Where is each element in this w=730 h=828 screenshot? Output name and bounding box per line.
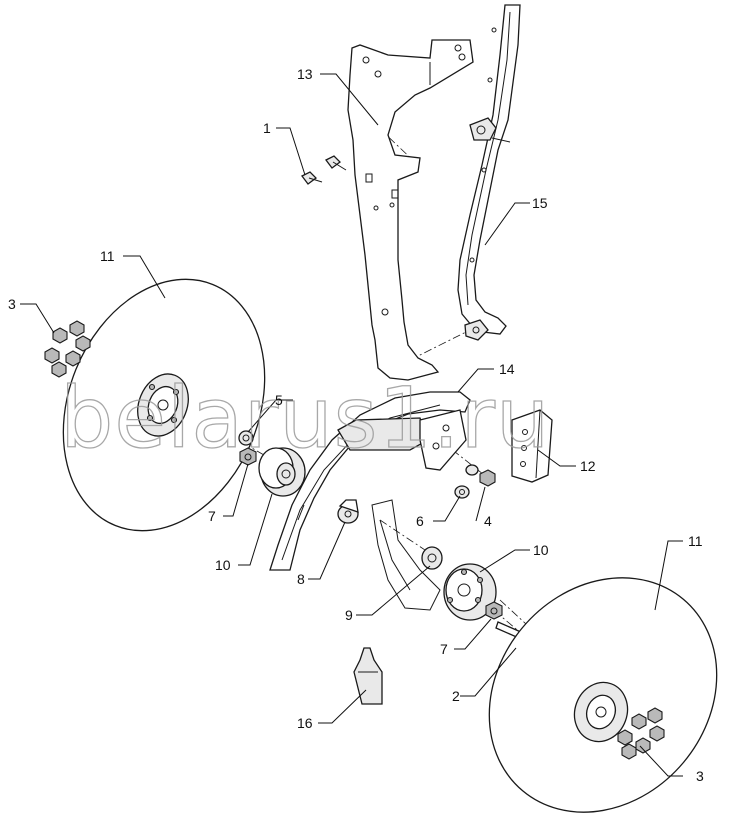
callout-7: 7 bbox=[440, 641, 448, 657]
callout-8: 8 bbox=[297, 571, 305, 587]
callout-13: 13 bbox=[297, 66, 313, 82]
part-3-left-bolts bbox=[44, 320, 91, 378]
callout-10: 10 bbox=[533, 542, 549, 558]
part-8-axle bbox=[337, 499, 359, 524]
part-5-hub-bolt bbox=[238, 430, 254, 446]
callout-15: 15 bbox=[532, 195, 548, 211]
callout-14: 14 bbox=[499, 361, 515, 377]
callout-12: 12 bbox=[580, 458, 596, 474]
part-7-right-nut bbox=[485, 601, 503, 620]
part-11-right-disc bbox=[488, 577, 718, 813]
callout-11: 11 bbox=[100, 248, 115, 264]
part-11-left-disc bbox=[62, 278, 266, 532]
part-16-sealant-tube bbox=[353, 647, 383, 705]
callout-11: 11 bbox=[688, 533, 703, 549]
part-9-lower-bracket bbox=[371, 499, 443, 611]
callout-9: 9 bbox=[345, 607, 353, 623]
part-7-left-nut bbox=[239, 447, 257, 466]
part-12-plate bbox=[511, 409, 553, 483]
callout-3: 3 bbox=[696, 768, 704, 784]
part-13-frame-bracket bbox=[347, 39, 474, 381]
leader-lines bbox=[20, 73, 683, 777]
part-4-nut bbox=[479, 469, 496, 487]
callout-10: 10 bbox=[215, 557, 231, 573]
callout-6: 6 bbox=[416, 513, 424, 529]
part-3-right-bolts bbox=[617, 707, 665, 760]
part-6-washer bbox=[454, 464, 479, 499]
callout-3: 3 bbox=[8, 296, 16, 312]
callout-labels: 1 2 3 3 4 5 6 7 7 8 9 10 10 11 11 12 13 … bbox=[8, 66, 704, 784]
part-14-scraper-arm bbox=[269, 391, 471, 571]
watermark-text: belarus1.ru bbox=[60, 369, 550, 467]
part-15-tube bbox=[457, 4, 521, 341]
part-1-bolts bbox=[301, 155, 347, 185]
part-10-left-hub bbox=[258, 447, 306, 497]
callout-5: 5 bbox=[275, 392, 283, 408]
callout-1: 1 bbox=[263, 120, 271, 136]
callout-7: 7 bbox=[208, 508, 216, 524]
part-10-right-hub bbox=[443, 563, 497, 621]
callout-16: 16 bbox=[297, 715, 313, 731]
callout-4: 4 bbox=[484, 513, 492, 529]
callout-2: 2 bbox=[452, 688, 460, 704]
